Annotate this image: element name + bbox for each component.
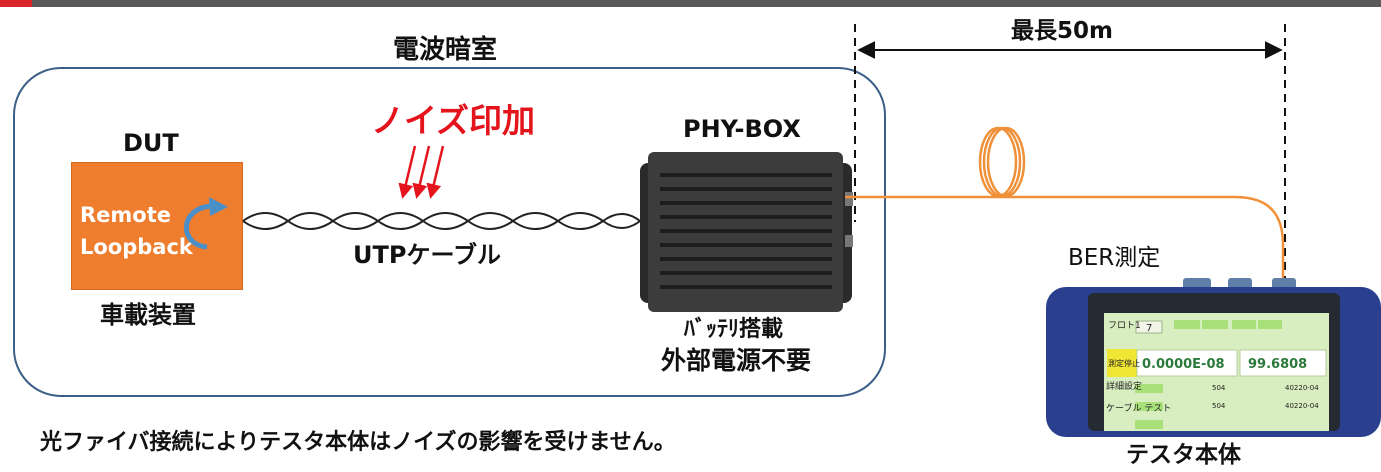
- header-bar: [0, 0, 1381, 7]
- tester-small-value-1: 504: [1212, 384, 1226, 392]
- tester-small-value-4: 40220-04: [1285, 402, 1319, 410]
- anechoic-chamber-boundary: [13, 67, 886, 397]
- tester-ber-value: 0.0000E-08: [1142, 357, 1225, 372]
- tester-row-label-1: フロト1: [1108, 321, 1141, 331]
- tester-row-label-2: 詳細設定: [1106, 380, 1142, 392]
- noise-arrows: [398, 145, 445, 199]
- tester-small-value-3: 504: [1212, 402, 1226, 410]
- dut-box: [71, 162, 243, 290]
- tester-small-value-2: 40220-04: [1285, 384, 1319, 392]
- curved-arrow-icon: [183, 197, 228, 250]
- tester-device: フロト1 詳細設定 ケーブル テスト 7 測定停止 504 40220-04 5…: [1046, 278, 1381, 437]
- optical-fiber: [845, 195, 1285, 288]
- utp-cable-label: UTPケーブル: [353, 241, 502, 269]
- dut-label: DUT: [123, 129, 179, 157]
- tester-field-count: 7: [1146, 323, 1152, 334]
- no-external-power-label: 外部電源不要: [661, 346, 812, 375]
- tester-stop-button[interactable]: 測定停止: [1108, 358, 1140, 368]
- dimension-lines: [854, 24, 1286, 282]
- vehicle-device-label: 車載装置: [100, 301, 196, 329]
- ber-measurement-label: BER測定: [1068, 245, 1161, 271]
- remote-loopback-line1: Remote: [80, 203, 172, 227]
- tester-percent-value: 99.6808: [1248, 357, 1307, 372]
- chamber-label: 電波暗室: [393, 35, 498, 65]
- noise-label: ノイズ印加: [371, 101, 536, 140]
- header-accent: [0, 0, 32, 7]
- footnote: 光ファイバ接続によりテスタ本体はノイズの影響を受けません。: [40, 430, 676, 455]
- remote-loopback-line2: Loopback: [80, 235, 193, 259]
- fiber-coil-icon: [978, 126, 1026, 198]
- twisted-pair-cable: [242, 212, 641, 230]
- battery-label: ﾊﾞｯﾃﾘ搭載: [684, 317, 784, 342]
- max-length-label: 最長50m: [1011, 18, 1113, 44]
- tester-body-label: テスタ本体: [1126, 442, 1241, 468]
- tester-row-label-3: ケーブル テスト: [1106, 402, 1171, 414]
- phy-box-label: PHY-BOX: [683, 115, 801, 143]
- phy-box-device: [640, 152, 853, 312]
